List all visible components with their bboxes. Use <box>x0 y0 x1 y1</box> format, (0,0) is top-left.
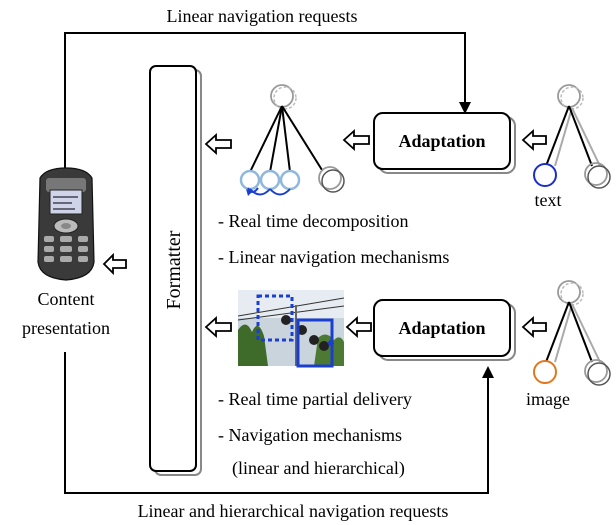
formatter-to-device-arrow <box>102 252 127 276</box>
adaptation-label-image: Adaptation <box>398 318 485 338</box>
bottom-feedback-loop <box>64 352 494 494</box>
device-caption-line1: Content <box>38 289 95 309</box>
top-feedback-loop <box>64 32 471 180</box>
adaptation-to-text-tree-arrow <box>342 128 370 152</box>
text-tree-to-formatter-arrow <box>204 132 232 156</box>
adaptation-box-text <box>373 112 516 174</box>
formatter-box <box>149 65 202 476</box>
adapted-text-tree <box>239 84 345 196</box>
mobile-phone-icon <box>37 167 95 281</box>
text-source-label: text <box>535 190 562 210</box>
image-to-formatter-arrow <box>204 315 232 339</box>
bottom-request-label: Linear and hierarchical navigation reque… <box>138 501 449 521</box>
image-source-to-adaptation-arrow <box>521 315 547 339</box>
adaptation-box-image <box>373 299 516 361</box>
image-note-3: (linear and hierarchical) <box>232 458 405 479</box>
formatter-label: Formatter <box>163 230 185 309</box>
image-source-label: image <box>526 389 570 409</box>
text-source-tree <box>533 84 611 189</box>
text-source-to-adaptation-arrow <box>521 128 547 152</box>
text-note-2: - Linear navigation mechanisms <box>218 247 449 267</box>
image-source-tree <box>533 280 611 386</box>
text-note-1: - Real time decomposition <box>218 211 408 231</box>
device-caption-line2: presentation <box>22 318 110 338</box>
adaptation-label-text: Adaptation <box>398 131 485 151</box>
image-note-1: - Real time partial delivery <box>218 389 412 409</box>
adapted-image-thumbnail <box>237 290 345 368</box>
adaptation-to-image-arrow <box>345 315 372 339</box>
image-note-2: - Navigation mechanisms <box>218 425 402 445</box>
top-request-label: Linear navigation requests <box>167 6 358 26</box>
